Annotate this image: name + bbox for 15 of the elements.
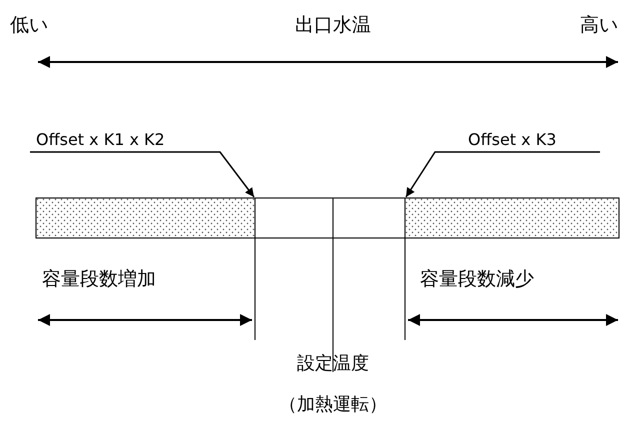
leader-text: Offset x K3: [468, 130, 556, 150]
bar-segment: [332, 198, 406, 238]
leader-text: Offset x K1 x K2: [36, 130, 165, 150]
range-label: 容量段数減少: [420, 268, 534, 291]
range-label: 容量段数増加: [42, 268, 156, 291]
setpoint-label: 設定温度: [297, 353, 369, 375]
scale-label: 低い: [10, 14, 48, 37]
mode-label: （加熱運転）: [279, 394, 387, 416]
leader-line: [30, 151, 255, 198]
axis-title: 出口水温: [295, 14, 371, 37]
scale-label: 高い: [580, 14, 618, 37]
bar-segment: [254, 198, 334, 238]
leader-line: [405, 151, 600, 198]
shaded-segment: [36, 198, 256, 238]
shaded-segment: [404, 198, 620, 238]
